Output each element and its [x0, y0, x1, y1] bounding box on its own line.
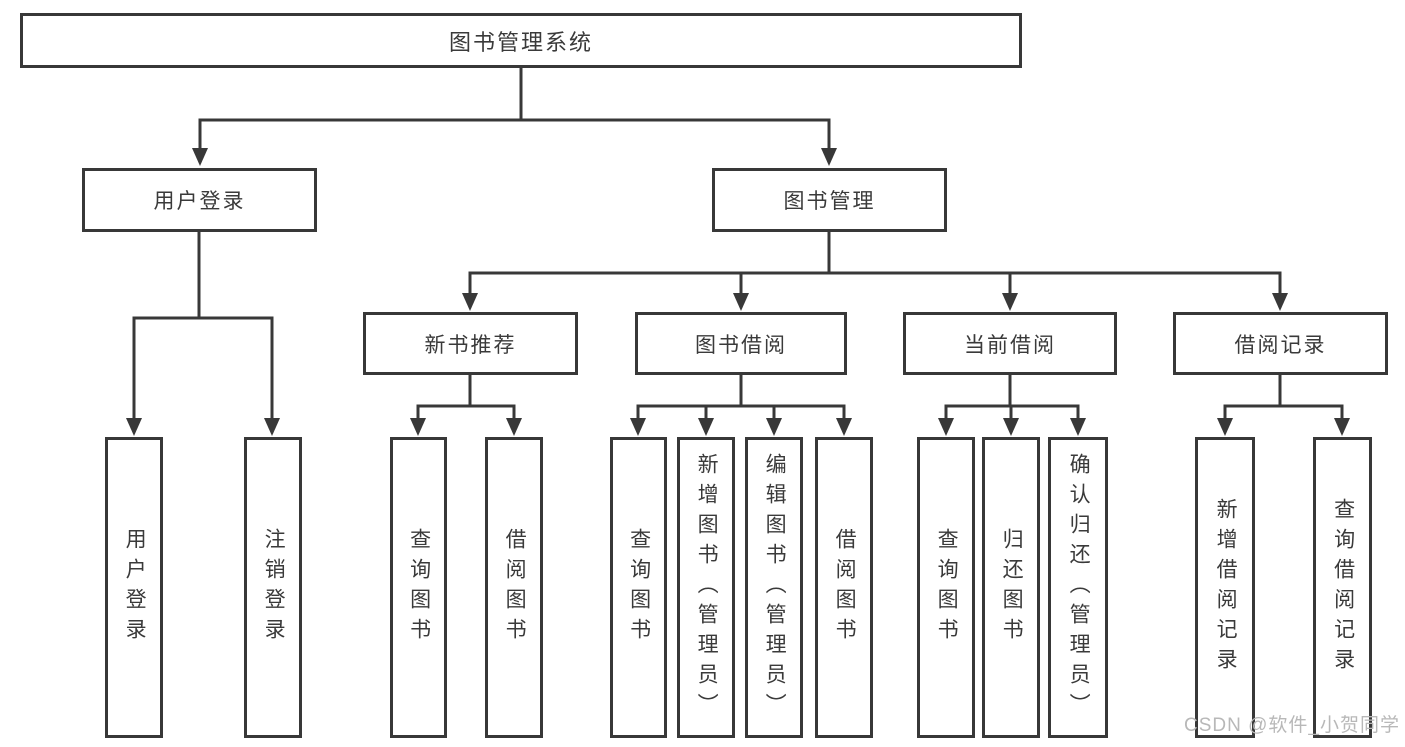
leaf-borrow-books-borrow: 借阅图书 — [815, 437, 873, 738]
leaf-query-books-recommend-label: 查询图书 — [407, 527, 431, 648]
node-book-management-label: 图书管理 — [783, 190, 876, 213]
node-current-borrow: 当前借阅 — [903, 312, 1117, 375]
leaf-query-books-borrow: 查询图书 — [610, 437, 667, 738]
leaf-borrow-books-recommend-label: 借阅图书 — [503, 527, 527, 648]
leaf-user-login: 用户登录 — [105, 437, 163, 738]
connector-borrow-records-to-leaves — [1217, 375, 1350, 436]
connector-user-login-to-leaves — [126, 232, 280, 436]
node-book-management: 图书管理 — [712, 168, 947, 232]
leaf-query-borrow-record: 查询借阅记录 — [1313, 437, 1372, 738]
leaf-add-book-admin: 新增图书（管理员） — [677, 437, 735, 738]
leaf-query-books-recommend: 查询图书 — [390, 437, 447, 738]
leaf-return-book-label: 归还图书 — [1000, 527, 1024, 648]
leaf-confirm-return-admin-label: 确认归还（管理员） — [1067, 452, 1091, 723]
leaf-add-book-admin-label: 新增图书（管理员） — [695, 452, 719, 723]
leaf-query-borrow-record-label: 查询借阅记录 — [1331, 497, 1355, 678]
connector-book-borrow-to-leaves — [630, 375, 852, 436]
connector-new-book-recommend-to-leaves — [410, 375, 522, 436]
node-root-system: 图书管理系统 — [20, 13, 1022, 68]
node-new-book-recommend-label: 新书推荐 — [424, 333, 517, 357]
node-book-borrow-label: 图书借阅 — [695, 333, 787, 357]
node-borrow-records: 借阅记录 — [1173, 312, 1388, 375]
connector-root-to-level1 — [192, 66, 837, 166]
leaf-confirm-return-admin: 确认归还（管理员） — [1048, 437, 1108, 738]
connector-current-borrow-to-leaves — [938, 375, 1086, 436]
node-user-login-label: 用户登录 — [153, 190, 246, 213]
leaf-query-books-borrow-label: 查询图书 — [627, 527, 651, 648]
node-root-system-label: 图书管理系统 — [448, 29, 593, 55]
leaf-query-books-current-label: 查询图书 — [935, 527, 959, 648]
node-borrow-records-label: 借阅记录 — [1234, 333, 1327, 357]
connector-book-management-to-level2 — [462, 232, 1288, 311]
csdn-watermark: CSDN @软件_小贺同学 — [1184, 715, 1400, 736]
leaf-add-borrow-record: 新增借阅记录 — [1195, 437, 1255, 738]
leaf-logout-label: 注销登录 — [262, 527, 286, 648]
node-current-borrow-label: 当前借阅 — [964, 333, 1056, 357]
leaf-query-books-current: 查询图书 — [917, 437, 975, 738]
node-book-borrow: 图书借阅 — [635, 312, 847, 375]
leaf-logout: 注销登录 — [244, 437, 302, 738]
leaf-edit-book-admin-label: 编辑图书（管理员） — [763, 452, 787, 723]
leaf-return-book: 归还图书 — [982, 437, 1040, 738]
leaf-edit-book-admin: 编辑图书（管理员） — [745, 437, 803, 738]
leaf-borrow-books-borrow-label: 借阅图书 — [833, 527, 857, 648]
node-new-book-recommend: 新书推荐 — [363, 312, 578, 375]
leaf-user-login-label: 用户登录 — [123, 527, 147, 648]
node-user-login: 用户登录 — [82, 168, 317, 232]
leaf-add-borrow-record-label: 新增借阅记录 — [1214, 497, 1238, 678]
leaf-borrow-books-recommend: 借阅图书 — [485, 437, 543, 738]
